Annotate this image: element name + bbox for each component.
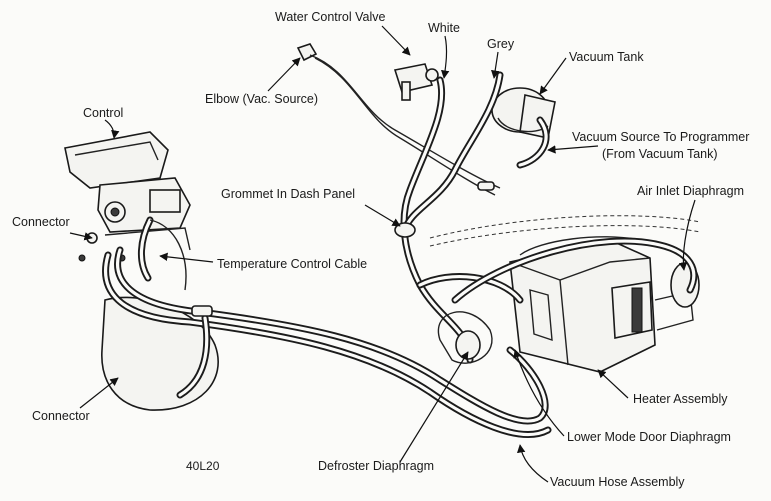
elbow-drawing — [296, 43, 318, 62]
label-connector-bottom: Connector — [32, 409, 90, 423]
label-temperature-control-cable: Temperature Control Cable — [217, 257, 367, 271]
heater-assembly-drawing — [429, 215, 701, 373]
connector-bottom-drawing — [191, 305, 213, 317]
label-white: White — [428, 21, 460, 35]
label-defroster-diaphragm: Defroster Diaphragm — [318, 459, 434, 473]
label-vacuum-source-line1: Vacuum Source To Programmer — [572, 130, 749, 144]
inline-connector-drawing — [477, 181, 495, 191]
label-air-inlet-diaphragm: Air Inlet Diaphragm — [637, 184, 744, 198]
label-grey: Grey — [487, 37, 515, 51]
label-elbow: Elbow (Vac. Source) — [205, 92, 318, 106]
control-unit-drawing — [64, 131, 191, 262]
water-control-valve-drawing — [393, 63, 439, 101]
figure-code: 40L20 — [186, 459, 220, 473]
label-control: Control — [83, 106, 123, 120]
label-vacuum-hose-assembly: Vacuum Hose Assembly — [550, 475, 685, 489]
label-connector-top: Connector — [12, 215, 70, 229]
label-vacuum-tank: Vacuum Tank — [569, 50, 644, 64]
leader-arrows — [69, 25, 696, 483]
label-grommet: Grommet In Dash Panel — [221, 187, 355, 201]
label-vacuum-source-line2: (From Vacuum Tank) — [602, 147, 718, 161]
label-lower-mode-door-diaphragm: Lower Mode Door Diaphragm — [567, 430, 731, 444]
grommet-drawing — [394, 222, 416, 238]
label-heater-assembly: Heater Assembly — [633, 392, 728, 406]
label-water-control-valve: Water Control Valve — [275, 10, 386, 24]
